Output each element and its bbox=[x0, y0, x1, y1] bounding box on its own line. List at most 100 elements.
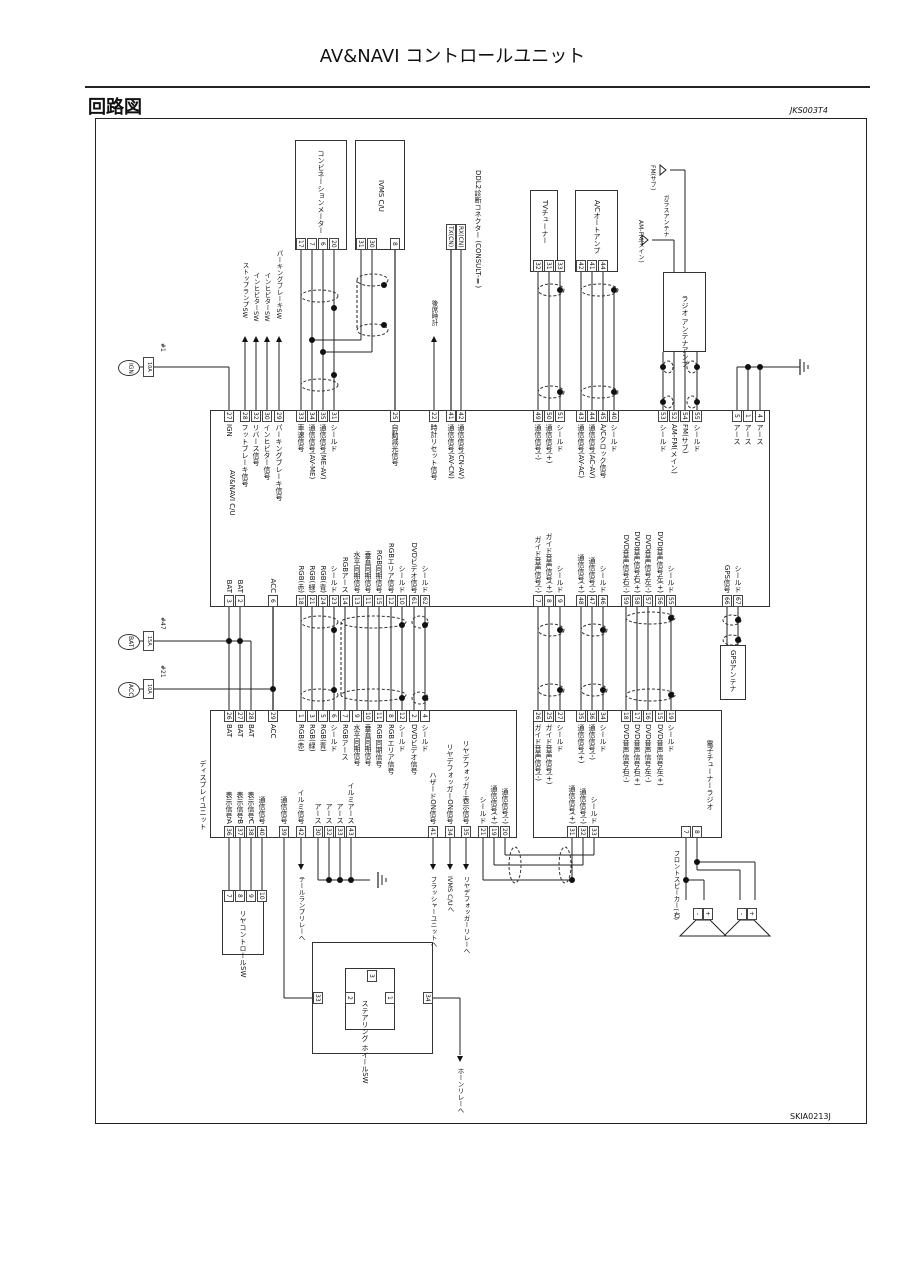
fuse-rating-text: 15A bbox=[146, 636, 152, 646]
fuse-number: #1 bbox=[159, 343, 166, 352]
cu-bottom-pin: 61 bbox=[409, 595, 419, 607]
display-top-pin-label: RGBエリア信号 bbox=[387, 724, 395, 775]
display-bottom-pin: 32 bbox=[324, 826, 334, 838]
cu-top-pin-label: シールド bbox=[693, 424, 701, 452]
cu-top-pin: 25 bbox=[390, 410, 400, 422]
ddl-pin: RX(CN) bbox=[456, 224, 466, 250]
cu-top-pin: 35 bbox=[318, 410, 328, 422]
splice-dot bbox=[694, 859, 700, 865]
splice-dot bbox=[320, 349, 326, 355]
fuse-1: BAT bbox=[118, 634, 140, 650]
steering-outer-pin: 33 bbox=[313, 992, 323, 1004]
fuse-rating: 10A bbox=[143, 357, 154, 377]
cu-top-pin: 28 bbox=[240, 410, 250, 422]
cu-bottom-pin: 59 bbox=[621, 595, 631, 607]
tuner-top-pin: 19 bbox=[666, 710, 676, 722]
cu-top-pin-label: 車速信号 bbox=[297, 424, 305, 452]
cu-top-pin: 34 bbox=[307, 410, 317, 422]
tuner-top-pin-label: 通信信号(-) bbox=[588, 724, 596, 760]
cu-bottom-pin-label: シールド bbox=[556, 565, 564, 593]
splice-dot bbox=[694, 399, 700, 405]
shield-ellipse bbox=[537, 683, 565, 697]
meter-pin: 6 bbox=[318, 238, 328, 250]
display-bottom-pin: 36 bbox=[224, 826, 234, 838]
cu-top-pin: 45 bbox=[598, 410, 608, 422]
splice-dot bbox=[270, 686, 276, 692]
steering-sw-pin: 1 bbox=[385, 992, 395, 1004]
cu-top-pin-label: 時計リセット信号 bbox=[430, 424, 438, 480]
cu-top-pin-label: 通信信号(AC-AV) bbox=[588, 424, 596, 479]
display-top-pin-label: BAT bbox=[247, 724, 255, 738]
cu-bottom-pin: 2 bbox=[235, 595, 245, 607]
cu-top-pin-label: シールド bbox=[556, 424, 564, 452]
display-bottom-pin-label: 表示信号B bbox=[236, 791, 244, 824]
cu-top-pin-label: IGN bbox=[225, 424, 233, 437]
cu-bottom-pin-label: ガイド音声信号(-) bbox=[534, 536, 542, 593]
display-top-pin-label: 水平同期信号 bbox=[353, 724, 361, 766]
antenna-sub-label: FM(サブ) bbox=[649, 165, 656, 191]
display-top-pin-label: RGBアース bbox=[341, 724, 349, 761]
cu-top-pin-label: 通信信号(AV-ME) bbox=[308, 424, 316, 480]
ac-pin: 41 bbox=[587, 260, 597, 272]
cu-bottom-pin: 10 bbox=[397, 595, 407, 607]
arrow-icon bbox=[431, 336, 437, 342]
display-name: ディスプレイユニット bbox=[199, 760, 207, 830]
cu-bottom-pin-label: DVD音声信号右(+) bbox=[633, 531, 641, 593]
display-top-pin: 2 bbox=[409, 710, 419, 722]
rear-sw-name: リヤコントロールSW bbox=[239, 910, 247, 978]
cu-bottom-pin: 13 bbox=[352, 595, 362, 607]
splice-dot bbox=[757, 364, 763, 370]
gps-name: GPSアンテナ bbox=[729, 650, 737, 693]
splice-dot bbox=[600, 627, 606, 633]
display-top-pin: 10 bbox=[363, 710, 373, 722]
cu-top-pin-label: リバース信号 bbox=[252, 424, 260, 466]
display-bottom-pin: 30 bbox=[313, 826, 323, 838]
cu-bottom-pin-label: RGBアース bbox=[341, 556, 349, 593]
cu-bottom-pin: 15 bbox=[374, 595, 384, 607]
display-top-pin-label: RGB(青) bbox=[319, 724, 327, 752]
output-tail-lamp-relay: テールランプリレーへ bbox=[297, 876, 305, 941]
cu-top-pin-label: 通信信号(ME-AV) bbox=[319, 424, 327, 480]
splice-dot bbox=[745, 364, 751, 370]
display-top-pin: 6 bbox=[329, 710, 339, 722]
cu-name: AV&NAVI C/U bbox=[228, 470, 236, 516]
splice-dot bbox=[557, 287, 563, 293]
tv-box bbox=[530, 190, 558, 272]
cu-bottom-pin-label: RGB(赤) bbox=[297, 565, 305, 593]
display-bottom-pin: 33 bbox=[335, 826, 345, 838]
cu-bottom-pin: 12 bbox=[386, 595, 396, 607]
cu-bottom-pin: 47 bbox=[587, 595, 597, 607]
cu-bottom-pin-label: 水平同期信号 bbox=[353, 551, 361, 593]
display-bottom-pin: 39 bbox=[279, 826, 289, 838]
ivms-name: IVMS C/U bbox=[377, 180, 385, 212]
tuner-top-pin-label: シールド bbox=[556, 724, 564, 752]
cu-bottom-pin: 58 bbox=[632, 595, 642, 607]
tuner-top-pin: 26 bbox=[533, 710, 543, 722]
splice-dot bbox=[422, 622, 428, 628]
rear-sw-pin: 8 bbox=[235, 890, 245, 902]
display-bottom-pin: 43 bbox=[346, 826, 356, 838]
meter-name: コンビネーションメーター bbox=[317, 150, 325, 234]
cu-top-pin: 42 bbox=[456, 410, 466, 422]
display-top-pin: 26 bbox=[224, 710, 234, 722]
output-rear-clock: 後席時計 bbox=[430, 300, 438, 326]
cu-top-pin: 53 bbox=[658, 410, 668, 422]
cu-bottom-pin-label: シールド bbox=[734, 565, 742, 593]
cu-bottom-pin: 7 bbox=[533, 595, 543, 607]
splice-dot bbox=[611, 389, 617, 395]
splice-dot bbox=[694, 364, 700, 370]
display-bottom-pin-label: 表示信号A bbox=[225, 791, 233, 824]
splice-dot bbox=[735, 637, 741, 643]
display-box bbox=[210, 710, 517, 838]
cu-top-pin: 30 bbox=[262, 410, 272, 422]
tuner-name: 電子チューナーラジオ bbox=[706, 740, 714, 810]
splice-dot bbox=[683, 877, 689, 883]
fuse-number: #21 bbox=[159, 665, 166, 678]
cu-bottom-pin: 6 bbox=[268, 595, 278, 607]
display-bottom-pin: 35 bbox=[461, 826, 471, 838]
speaker-plus: + bbox=[703, 908, 713, 920]
display-top-pin: 4 bbox=[420, 710, 430, 722]
cu-bottom-pin: 62 bbox=[420, 595, 430, 607]
speaker-minus: - bbox=[693, 908, 703, 920]
cu-top-pin: 43 bbox=[576, 410, 586, 422]
